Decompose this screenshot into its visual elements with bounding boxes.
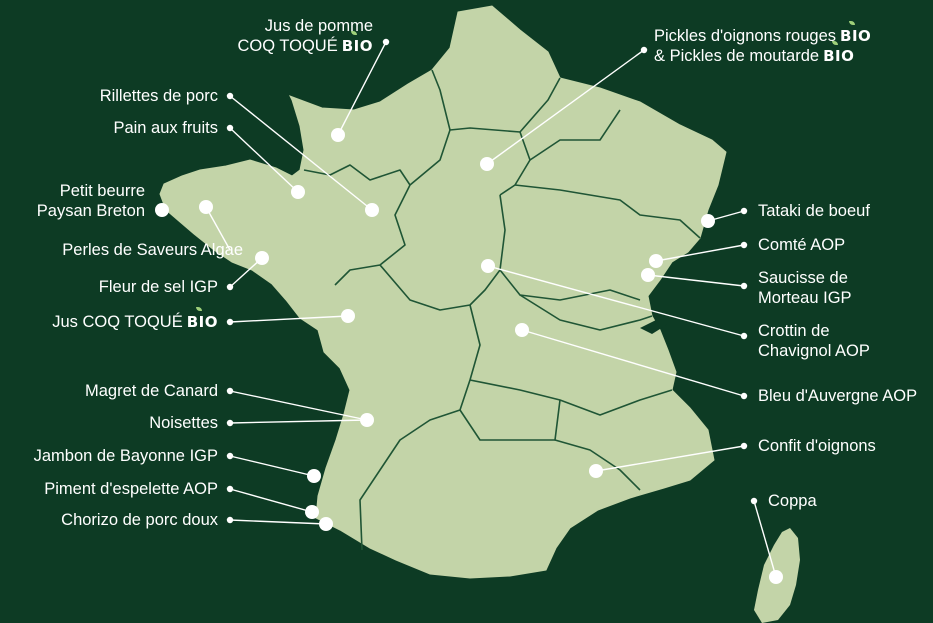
point-jus-coq [341,309,355,323]
point-jus-pomme [331,128,345,142]
point-rillettes [365,203,379,217]
leaf-icon [832,41,839,45]
bio-badge: BIO [187,307,218,332]
point-piment [305,505,319,519]
point-crottin [481,259,495,273]
label-jambon: Jambon de Bayonne IGP [33,447,218,465]
label-perles: Perles de Saveurs Algae [62,241,243,259]
label-tataki: Tataki de boeuf [758,202,870,220]
france-mainland [159,5,727,579]
point-pickles [480,157,494,171]
point-perles [199,200,213,214]
point-confit [589,464,603,478]
point-chorizo [319,517,333,531]
label-coppa: Coppa [768,492,817,510]
point-coppa [769,570,783,584]
leaf-icon [195,307,202,311]
bio-badge: BIO [342,31,373,56]
label-crottin: Crottin de Chavignol AOP [758,322,870,360]
leaf-icon [849,21,856,25]
location-points [155,128,783,584]
leaf-icon [350,31,357,35]
label-bleu: Bleu d'Auvergne AOP [758,387,918,405]
point-fleur-sel [255,251,269,265]
point-petit-beurre [155,203,169,217]
point-tataki [701,214,715,228]
point-pain-fruits [291,185,305,199]
point-comte [649,254,663,268]
label-rillettes: Rillettes de porc [99,87,218,105]
point-bleu [515,323,529,337]
label-fleur-sel: Fleur de sel IGP [98,278,218,296]
label-comte: Comté AOP [758,236,846,254]
label-saucisse: Saucisse de Morteau IGP [758,269,852,307]
label-petit-beurre: Petit beurre Paysan Breton [36,182,145,220]
label-pain-fruits: Pain aux fruits [113,119,218,137]
region-borders [303,69,701,551]
label-chorizo: Chorizo de porc doux [61,511,218,529]
label-confit: Confit d'oignons [758,437,876,455]
label-noisettes: Noisettes [149,414,218,432]
bio-badge: BIO [840,21,871,46]
label-dots [226,38,758,524]
point-jambon [307,469,321,483]
lake-geneva [640,318,668,334]
leader-lines [205,41,777,578]
point-magret-noisettes [360,413,374,427]
bio-badge: BIO [823,41,854,66]
point-saucisse [641,268,655,282]
label-coq-toque: COQ TOQUÉ [237,37,338,55]
label-piment: Piment d'espelette AOP [44,480,218,498]
label-magret: Magret de Canard [85,382,218,400]
